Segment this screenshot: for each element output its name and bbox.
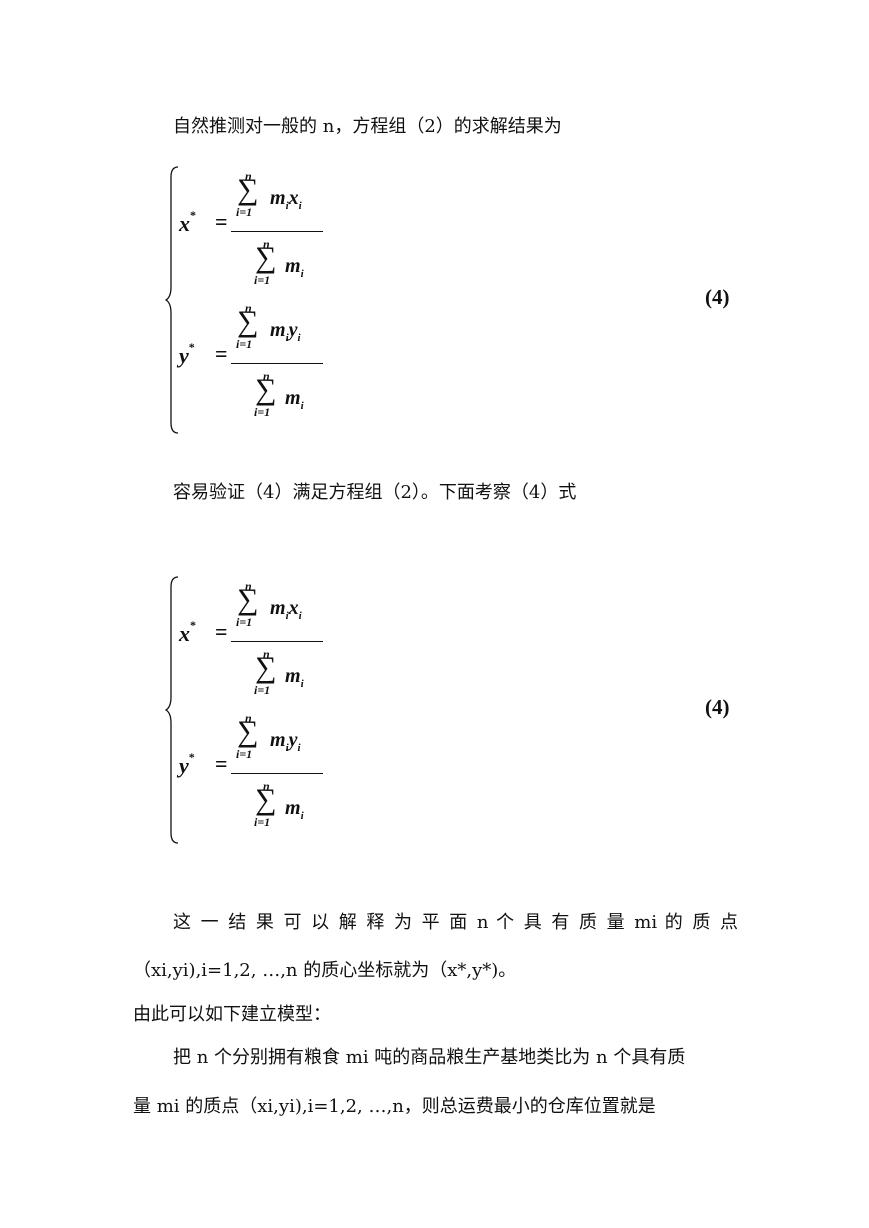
paragraph-interpretation-line2: （xi,yi),i=1,2, …,n 的质心坐标就为（x*,y*)。: [133, 960, 517, 981]
y-star: y*: [179, 339, 195, 368]
denominator-term: mi: [285, 797, 304, 822]
denominator-term: mi: [285, 387, 304, 412]
numerator-term-x: mixi: [270, 597, 302, 622]
denominator-term: mi: [285, 255, 304, 280]
numerator-term-x: mixi: [270, 187, 302, 212]
sum-numerator: n ∑ i=1: [236, 711, 259, 761]
left-brace: [165, 576, 179, 844]
equals-sign: =: [215, 209, 228, 234]
sum-denominator: n ∑ i=1: [254, 237, 277, 287]
sum-numerator: n ∑ i=1: [236, 169, 259, 219]
equation-block-2: x* = n ∑ i=1 mixi n ∑ i=1 mi y* = n ∑ i=…: [165, 575, 745, 845]
x-star: x*: [179, 617, 196, 646]
sum-denominator: n ∑ i=1: [254, 647, 277, 697]
fraction-bar: [231, 773, 323, 774]
fraction-bar: [231, 231, 323, 232]
equation-block-1: x* = n ∑ i=1 mixi n ∑ i=1 mi y* = n ∑ i=…: [165, 165, 745, 435]
paragraph-model-line1: 把 n 个分别拥有粮食 mi 吨的商品粮生产基地类比为 n 个具有质: [173, 1047, 686, 1068]
equation-row-y: y* = n ∑ i=1 miyi n ∑ i=1 mi: [177, 297, 327, 427]
y-star: y*: [179, 749, 195, 778]
sum-denominator: n ∑ i=1: [254, 369, 277, 419]
equation-number: (4): [705, 695, 730, 719]
sum-numerator: n ∑ i=1: [236, 301, 259, 351]
numerator-term-y: miyi: [270, 319, 301, 344]
paragraph-model-intro: 由此可以如下建立模型：: [133, 1004, 331, 1025]
equals-sign: =: [215, 619, 228, 644]
fraction-bar: [231, 363, 323, 364]
sum-numerator: n ∑ i=1: [236, 579, 259, 629]
paragraph-intro: 自然推测对一般的 n，方程组（2）的求解结果为: [173, 116, 562, 137]
paragraph-verify: 容易验证（4）满足方程组（2）。下面考察（4）式: [173, 482, 577, 503]
equation-row-y: y* = n ∑ i=1 miyi n ∑ i=1 mi: [177, 707, 327, 837]
sum-denominator: n ∑ i=1: [254, 779, 277, 829]
paragraph-interpretation-line1: 这 一 结 果 可 以 解 释 为 平 面 n 个 具 有 质 量 mi 的 质…: [173, 912, 738, 933]
equation-row-x: x* = n ∑ i=1 mixi n ∑ i=1 mi: [177, 165, 327, 295]
denominator-term: mi: [285, 665, 304, 690]
fraction-bar: [231, 641, 323, 642]
equation-number: (4): [705, 285, 730, 309]
numerator-term-y: miyi: [270, 729, 301, 754]
equation-row-x: x* = n ∑ i=1 mixi n ∑ i=1 mi: [177, 575, 327, 705]
equals-sign: =: [215, 341, 228, 366]
left-brace: [165, 166, 179, 434]
paragraph-model-line2: 量 mi 的质点（xi,yi),i=1,2, …,n，则总运费最小的仓库位置就是: [133, 1096, 656, 1117]
x-star: x*: [179, 207, 196, 236]
equals-sign: =: [215, 751, 228, 776]
